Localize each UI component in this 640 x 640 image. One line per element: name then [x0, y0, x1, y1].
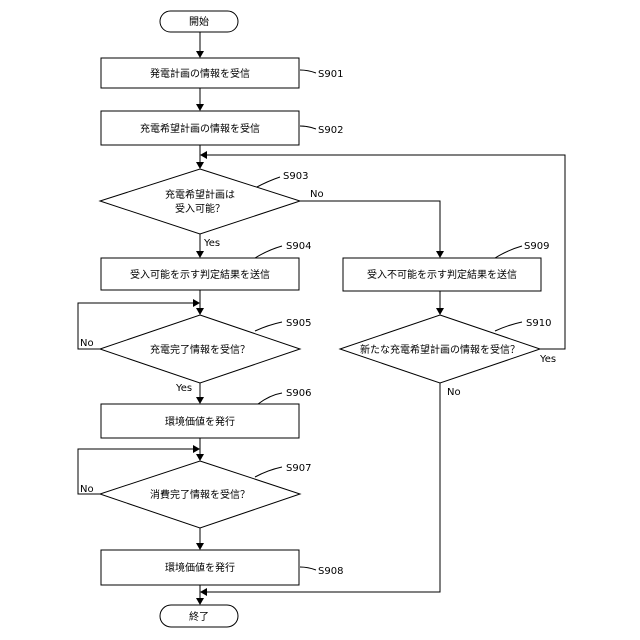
s909-label: 受入不可能を示す判定結果を送信 [367, 268, 517, 281]
s910-no-label: No [447, 387, 461, 398]
s907-label: 消費完了情報を受信？ [150, 488, 250, 501]
arrowhead [193, 299, 200, 307]
s903-yes-label: Yes [203, 238, 220, 249]
start-label: 開始 [189, 15, 209, 28]
leader-s904 [255, 246, 282, 258]
leader-s906 [258, 393, 282, 404]
arrowhead [196, 251, 204, 258]
arrowhead [200, 151, 207, 159]
s905-label: 充電完了情報を受信？ [150, 343, 250, 356]
s908-label: 環境価値を発行 [165, 561, 235, 574]
step-s906: S906 [286, 388, 311, 399]
step-s910: S910 [526, 318, 551, 329]
edge-s903-s909 [300, 201, 440, 253]
arrowhead [436, 308, 444, 315]
step-s904: S904 [286, 241, 311, 252]
arrowhead [200, 588, 207, 596]
s903-label-line2: 受入可能？ [175, 202, 225, 215]
arrowhead [196, 162, 204, 169]
arrowhead [436, 251, 444, 258]
arrowhead [196, 598, 204, 605]
s905-yes-label: Yes [175, 383, 192, 394]
s903-no-label: No [310, 189, 324, 200]
step-s907: S907 [286, 463, 311, 474]
step-s909: S909 [524, 241, 549, 252]
s906-label: 環境価値を発行 [165, 415, 235, 428]
arrowhead [196, 543, 204, 550]
leader-s908 [300, 567, 316, 570]
edge-s910-yes-loop [205, 155, 565, 349]
s910-yes-label: Yes [539, 354, 556, 365]
leader-s905 [255, 322, 282, 331]
s904-label: 受入可能を示す判定結果を送信 [130, 268, 270, 281]
s910-label: 新たな充電希望計画の情報を受信？ [360, 343, 520, 356]
arrowhead [196, 397, 204, 404]
s902-label: 充電希望計画の情報を受信 [140, 122, 260, 135]
leader-s901 [300, 70, 316, 73]
leader-s907 [255, 467, 282, 477]
decision-s903 [100, 169, 300, 234]
s905-no-label: No [80, 338, 94, 349]
leader-s902 [300, 126, 316, 129]
step-s903: S903 [283, 171, 308, 182]
arrowhead [196, 308, 204, 315]
leader-s910 [495, 322, 522, 331]
leader-s909 [495, 246, 522, 258]
s907-no-label: No [80, 484, 94, 495]
step-s901: S901 [318, 69, 343, 80]
arrowhead [193, 445, 200, 453]
step-s902: S902 [318, 125, 343, 136]
step-s908: S908 [318, 566, 343, 577]
arrowhead [196, 51, 204, 58]
step-s905: S905 [286, 318, 311, 329]
end-label: 終了 [189, 610, 209, 623]
s901-label: 発電計画の情報を受信 [150, 67, 250, 80]
arrowhead [196, 104, 204, 111]
leader-s903 [255, 177, 280, 188]
s903-label-line1: 充電希望計画は [165, 188, 235, 201]
arrowhead [196, 454, 204, 461]
